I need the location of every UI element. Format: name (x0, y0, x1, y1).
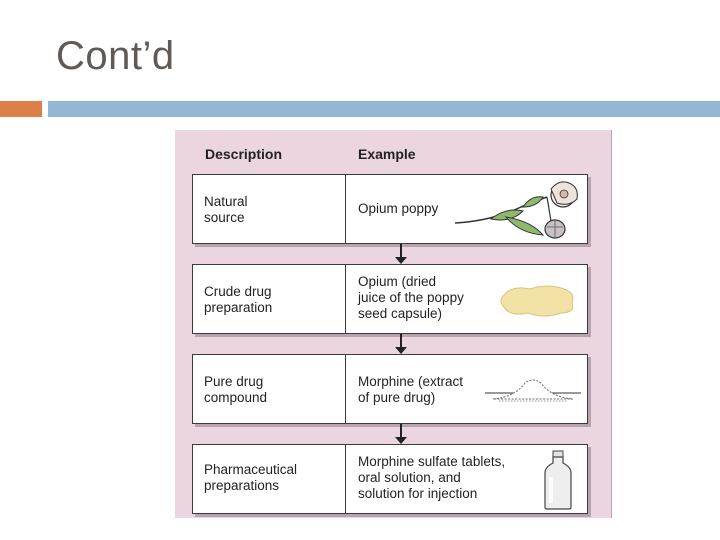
row-divider (345, 445, 346, 513)
description-line: preparations (204, 478, 280, 493)
row-divider (345, 175, 346, 243)
example-line: juice of the poppy (358, 290, 464, 305)
row-description: Natural source (204, 194, 339, 226)
flow-arrow (395, 244, 407, 264)
row-example: Opium (dried juice of the poppy seed cap… (358, 274, 464, 322)
description-line: Pharmaceutical (204, 462, 298, 477)
row-pharmaceutical-preparations: Pharmaceutical preparations Morphine sul… (192, 444, 588, 514)
row-pure-drug-compound: Pure drug compound Morphine (extract of … (192, 354, 588, 424)
description-line: compound (204, 390, 268, 405)
description-line: source (204, 210, 245, 225)
example-line: Morphine sulfate tablets, (358, 454, 506, 469)
description-line: preparation (204, 300, 273, 315)
poppy-flower-icon (454, 181, 578, 239)
row-divider (345, 355, 346, 423)
example-line: Morphine (extract (358, 374, 464, 389)
flow-arrow (395, 334, 407, 354)
row-example: Opium poppy (358, 201, 438, 217)
flow-arrow (395, 424, 407, 444)
row-description: Pure drug compound (204, 374, 339, 406)
example-column-header: Example (358, 146, 416, 162)
title-rule-bar (48, 101, 720, 117)
row-natural-source: Natural source Opium poppy (192, 174, 588, 244)
row-divider (345, 265, 346, 333)
row-description: Pharmaceutical preparations (204, 462, 339, 494)
description-line: Pure drug (204, 374, 264, 389)
description-column-header: Description (205, 146, 283, 162)
drug-source-figure: Description Example Natural source Opium… (175, 130, 612, 518)
row-description: Crude drug preparation (204, 284, 339, 316)
row-crude-drug-preparation: Crude drug preparation Opium (dried juic… (192, 264, 588, 334)
example-line: Opium (dried (358, 274, 437, 289)
powder-pile-icon (485, 379, 581, 402)
opium-juice-icon (500, 285, 574, 317)
example-line: Opium poppy (358, 201, 439, 216)
row-example: Morphine sulfate tablets, oral solution,… (358, 454, 505, 502)
description-line: Crude drug (204, 284, 272, 299)
medicine-bottle-icon (544, 450, 572, 510)
example-line: solution for injection (358, 486, 478, 501)
description-line: Natural (204, 194, 248, 209)
example-line: oral solution, and (358, 470, 461, 485)
title-accent-bar (0, 101, 42, 117)
example-line: of pure drug) (358, 390, 436, 405)
row-example: Morphine (extract of pure drug) (358, 374, 463, 406)
slide-title: Cont’d (56, 34, 175, 78)
example-line: seed capsule) (358, 306, 443, 321)
